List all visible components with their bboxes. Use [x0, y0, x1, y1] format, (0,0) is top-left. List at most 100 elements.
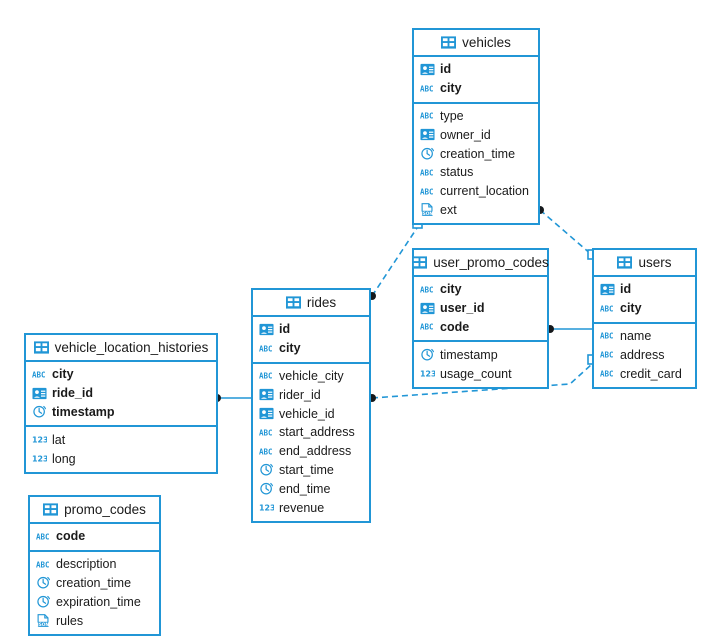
table-header-users: users — [594, 250, 695, 277]
clock-icon — [33, 406, 46, 418]
field-row[interactable]: timestamp — [26, 403, 216, 422]
field-name: type — [440, 108, 464, 123]
svg-text:ABC: ABC — [259, 344, 273, 353]
svg-text:123: 123 — [259, 504, 274, 513]
svg-text:JSON: JSON — [36, 622, 49, 627]
field-row[interactable]: ABC description — [30, 555, 159, 574]
field-row[interactable]: id — [414, 60, 538, 79]
field-row[interactable]: ABC address — [594, 345, 695, 364]
abc-icon: ABC — [600, 351, 614, 360]
svg-text:ABC: ABC — [420, 323, 434, 332]
clock-icon — [421, 349, 434, 361]
table-icon — [285, 296, 301, 309]
clock-icon — [260, 464, 273, 476]
clock-icon — [37, 596, 50, 608]
svg-text:123: 123 — [420, 370, 435, 379]
field-row[interactable]: ride_id — [26, 384, 216, 403]
abc-icon: ABC — [600, 369, 614, 378]
svg-text:ABC: ABC — [420, 187, 434, 196]
svg-text:123: 123 — [32, 455, 47, 464]
field-row[interactable]: timestamp — [414, 345, 547, 364]
svg-text:ABC: ABC — [420, 84, 434, 93]
key-id-icon — [259, 323, 274, 336]
field-row[interactable]: owner_id — [414, 125, 538, 144]
field-name: user_id — [440, 301, 485, 316]
svg-text:ABC: ABC — [600, 351, 614, 360]
field-row[interactable]: rider_id — [253, 385, 369, 404]
field-row[interactable]: 123 usage_count — [414, 364, 547, 383]
svg-text:ABC: ABC — [259, 428, 273, 437]
table-header-promo_codes: promo_codes — [30, 497, 159, 524]
table-icon — [441, 36, 457, 49]
table-icon — [412, 256, 428, 269]
field-row[interactable]: creation_time — [414, 144, 538, 163]
svg-text:ABC: ABC — [259, 372, 273, 381]
field-row[interactable]: ABC current_location — [414, 182, 538, 201]
field-row[interactable]: creation_time — [30, 574, 159, 593]
field-name: rider_id — [279, 387, 321, 402]
field-row[interactable]: id — [594, 280, 695, 299]
field-row[interactable]: end_time — [253, 479, 369, 498]
key-id-icon — [420, 129, 435, 141]
table-icon — [617, 256, 633, 269]
edge-vlh-rides — [213, 394, 251, 402]
field-name: lat — [52, 432, 66, 447]
field-name: name — [620, 328, 652, 343]
json-icon: JSON — [36, 614, 49, 627]
field-name: creation_time — [440, 146, 516, 161]
abc-icon: ABC — [259, 372, 273, 381]
abc-icon: ABC — [36, 532, 50, 541]
field-row[interactable]: id — [253, 320, 369, 339]
field-name: ext — [440, 202, 457, 217]
key-id-icon — [259, 389, 274, 401]
field-name: address — [620, 347, 665, 362]
field-name: usage_count — [440, 366, 512, 381]
field-row[interactable]: expiration_time — [30, 592, 159, 611]
number-icon: 123 — [259, 504, 274, 513]
svg-text:ABC: ABC — [36, 560, 50, 569]
abc-icon: ABC — [600, 304, 614, 313]
field-name: id — [279, 322, 291, 337]
table-title: vehicle_location_histories — [54, 340, 209, 355]
field-name: description — [56, 557, 117, 572]
abc-icon: ABC — [420, 187, 434, 196]
number-icon: 123 — [32, 455, 47, 464]
field-name: ride_id — [52, 386, 93, 401]
abc-icon: ABC — [420, 168, 434, 177]
svg-text:ABC: ABC — [420, 168, 434, 177]
abc-icon: ABC — [32, 370, 46, 379]
field-row[interactable]: vehicle_id — [253, 404, 369, 423]
field-row[interactable]: start_time — [253, 461, 369, 480]
abc-icon: ABC — [36, 560, 50, 569]
field-row[interactable]: user_id — [414, 299, 547, 318]
field-name: current_location — [440, 184, 529, 199]
key-id-icon — [420, 63, 435, 76]
